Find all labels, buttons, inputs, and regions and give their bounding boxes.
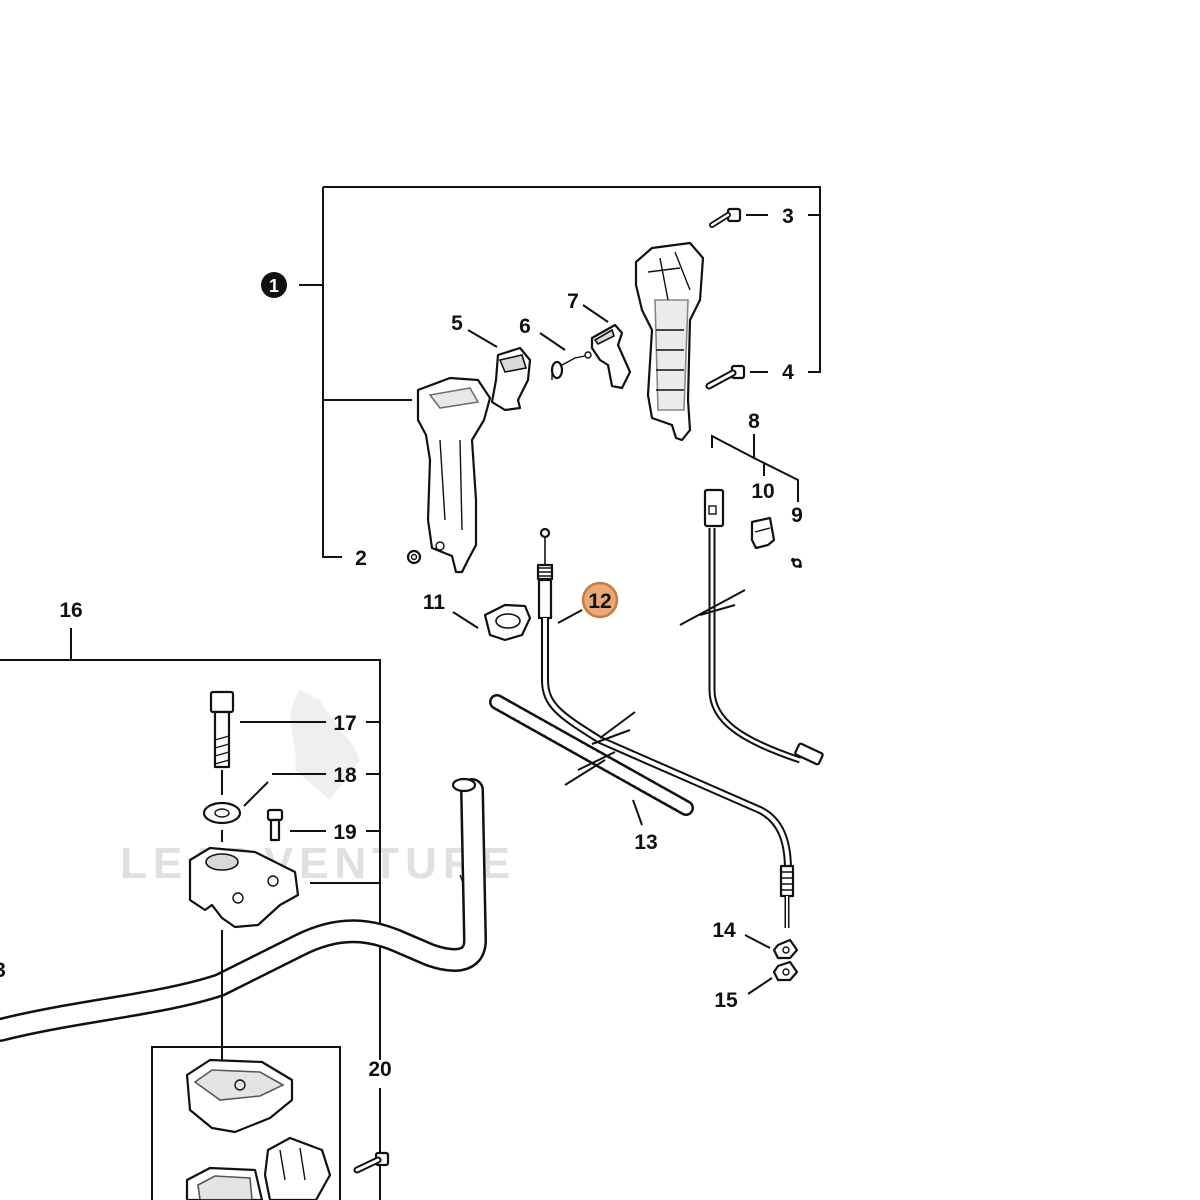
label-18: 18 bbox=[333, 764, 357, 787]
part-4-screw[interactable]: 4 bbox=[705, 361, 794, 390]
watermark: LEADVENTURE bbox=[120, 690, 516, 888]
label-13: 13 bbox=[634, 831, 657, 854]
label-4: 4 bbox=[782, 361, 794, 384]
label-6: 6 bbox=[519, 315, 531, 338]
watermark-text: LEADVENTURE bbox=[120, 839, 516, 888]
part-19-screw[interactable]: 19 bbox=[266, 808, 357, 844]
bracket-group-1 bbox=[299, 186, 821, 558]
part-3-screw[interactable]: 3 bbox=[709, 205, 794, 228]
label-7: 7 bbox=[567, 290, 579, 313]
label-20: 20 bbox=[368, 1058, 391, 1081]
part-11-clamp[interactable]: 11 bbox=[423, 591, 532, 642]
label-19: 19 bbox=[333, 821, 356, 844]
handle-clamp-lower-1[interactable] bbox=[185, 1058, 294, 1134]
label-5: 5 bbox=[451, 312, 463, 335]
label-12: 12 bbox=[588, 590, 611, 613]
label-10: 10 bbox=[751, 480, 774, 503]
handle-clamp-lower-3[interactable] bbox=[185, 1166, 264, 1200]
part-2-nut[interactable]: 2 bbox=[355, 547, 422, 570]
handle-right-half[interactable] bbox=[634, 241, 705, 442]
label-1: 1 bbox=[269, 276, 279, 296]
bracket-group-8: 8 10 9 bbox=[711, 410, 803, 527]
label-3: 3 bbox=[782, 205, 794, 228]
handle-left-half[interactable] bbox=[416, 376, 492, 574]
part-8-stop-switch-wire[interactable] bbox=[679, 488, 824, 766]
label-14: 14 bbox=[712, 919, 736, 942]
label-9: 9 bbox=[791, 504, 803, 527]
part-15-nut[interactable]: 15 bbox=[714, 960, 799, 1012]
handle-clamp-lower-2[interactable] bbox=[263, 1136, 332, 1200]
part-9-screw[interactable] bbox=[791, 558, 802, 568]
bracket-group-16: 16 bbox=[0, 599, 381, 1200]
label-edge: 3 bbox=[0, 959, 6, 982]
part-20-screw[interactable]: 20 bbox=[353, 1058, 395, 1174]
part-7-lever[interactable]: 7 bbox=[567, 290, 632, 390]
part-10-clip[interactable] bbox=[750, 516, 776, 550]
part-12-throttle-cable[interactable] bbox=[536, 527, 795, 928]
bracket-group-lower-clamp bbox=[151, 1046, 341, 1200]
label-15: 15 bbox=[714, 989, 738, 1012]
part-18-washer[interactable]: 18 bbox=[202, 764, 357, 842]
label-8: 8 bbox=[748, 410, 760, 433]
label-17: 17 bbox=[333, 712, 356, 735]
label-2: 2 bbox=[355, 547, 367, 570]
part-6-spring[interactable]: 6 bbox=[519, 315, 592, 380]
label-16: 16 bbox=[59, 599, 82, 622]
part-14-nut[interactable]: 14 bbox=[712, 919, 799, 960]
callout-1[interactable]: 1 bbox=[261, 272, 287, 298]
part-13-spring-tube[interactable]: 13 bbox=[489, 694, 694, 854]
part-17-bolt[interactable]: 17 bbox=[209, 690, 357, 795]
part-5-trigger[interactable]: 5 bbox=[451, 312, 532, 412]
callout-12-highlighted[interactable]: 12 bbox=[581, 581, 619, 619]
handlebar-tube[interactable] bbox=[0, 777, 488, 1042]
label-11: 11 bbox=[423, 591, 446, 614]
handle-clamp-upper[interactable] bbox=[188, 846, 300, 929]
